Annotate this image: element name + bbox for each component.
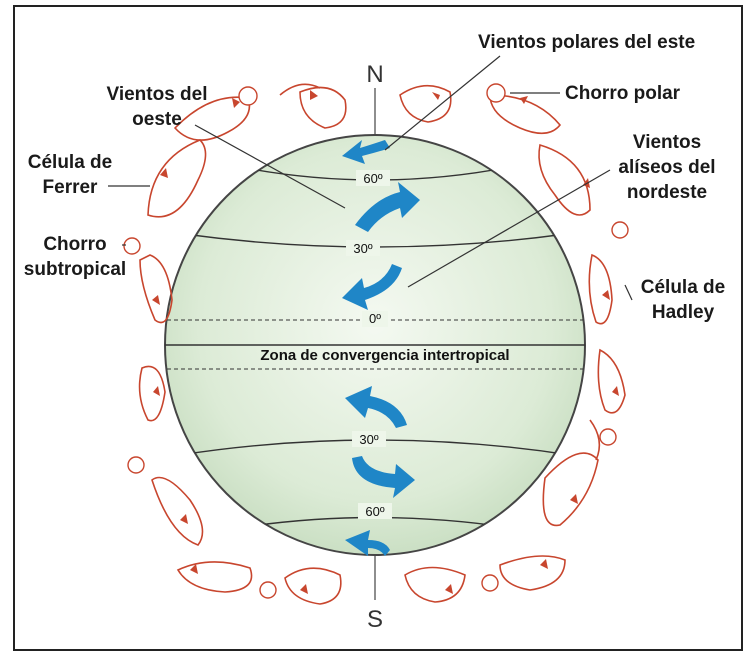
- trade-winds-arrow-n: [342, 264, 402, 310]
- polar-cell-ne: [399, 84, 452, 123]
- ferrel-cell-se: [542, 452, 599, 527]
- trade-winds-label-line3: nordeste: [627, 182, 707, 203]
- ferrel-arc-n: [279, 83, 321, 96]
- leader-hadley: [624, 284, 633, 301]
- hadley-cell-sw: [138, 365, 166, 422]
- westerlies-arrow-s: [352, 456, 415, 498]
- ferrel-cell-ne-side: [538, 143, 591, 216]
- polar-easterlies-arrow-s: [345, 530, 390, 556]
- diagram-frame: [13, 5, 743, 651]
- jet-circle-ne-polar: [486, 83, 506, 103]
- hadley-label-line2: Hadley: [652, 302, 715, 323]
- wind-arrows: [342, 140, 420, 556]
- lat-label-n60: 60º: [363, 171, 382, 186]
- latitude-labels: 60º 30º 0º 30º 60º: [346, 170, 392, 519]
- leader-westerlies: [194, 124, 346, 209]
- westerlies-arrow-n: [355, 182, 420, 232]
- ferrel-cell-sw: [151, 476, 204, 546]
- jet-circle-nw-polar: [238, 86, 258, 106]
- ferrel-arc-se: [589, 419, 601, 461]
- lat-label-s60: 60º: [365, 504, 384, 519]
- polar-cell-sw: [284, 567, 342, 605]
- leader-lines: [108, 55, 633, 301]
- lat-label-s30: 30º: [359, 432, 378, 447]
- hadley-label-line1: Célula de: [641, 277, 725, 298]
- jet-circle-se-polar: [481, 574, 499, 592]
- polar-easterlies-arrow-n: [342, 140, 390, 164]
- lat-label-eq: 0º: [369, 311, 381, 326]
- polar-cell-nw: [299, 86, 347, 129]
- leader-polar-easterlies: [384, 55, 501, 151]
- hadley-cell-se: [597, 348, 626, 414]
- trade-winds-label-line2: alíseos del: [618, 157, 715, 178]
- circulation-cells: [138, 83, 626, 605]
- hadley-cell-ne: [588, 253, 613, 325]
- ferrel-cell-sw-bottom: [176, 561, 253, 593]
- westerlies-label-line2: oeste: [132, 109, 182, 130]
- polar-easterlies-label: Vientos polares del este: [478, 32, 695, 53]
- ferrel-cell-se-bottom: [499, 555, 566, 591]
- jet-circle-se-subtropical: [599, 428, 617, 446]
- cell-arrowheads: [152, 90, 619, 594]
- north-label: N: [366, 61, 383, 88]
- jet-circle-ne-subtropical: [611, 221, 629, 239]
- hadley-cell-nw: [139, 254, 173, 324]
- itcz-label: Zona de convergencia intertropical: [260, 347, 509, 364]
- trade-winds-label-line1: Vientos: [633, 132, 701, 153]
- leader-trade-winds: [407, 169, 611, 288]
- ferrel-label-line1: Célula de: [28, 152, 112, 173]
- south-label: S: [367, 606, 383, 633]
- jet-stream-circles: [123, 83, 629, 599]
- ferrel-label-line2: Ferrer: [43, 177, 99, 198]
- ferrel-cell-nw-side: [147, 139, 207, 218]
- jet-circle-sw-subtropical: [127, 456, 145, 474]
- polar-jet-label: Chorro polar: [565, 83, 681, 104]
- jet-circle-nw-subtropical: [123, 237, 141, 255]
- polar-cell-se: [404, 566, 466, 603]
- lat-label-n30: 30º: [353, 241, 372, 256]
- subtropical-label-line1: Chorro: [43, 234, 106, 255]
- westerlies-label-line1: Vientos del: [106, 84, 207, 105]
- trade-winds-arrow-s: [345, 386, 407, 428]
- jet-circle-sw-polar: [259, 581, 277, 599]
- subtropical-label-line2: subtropical: [24, 259, 126, 280]
